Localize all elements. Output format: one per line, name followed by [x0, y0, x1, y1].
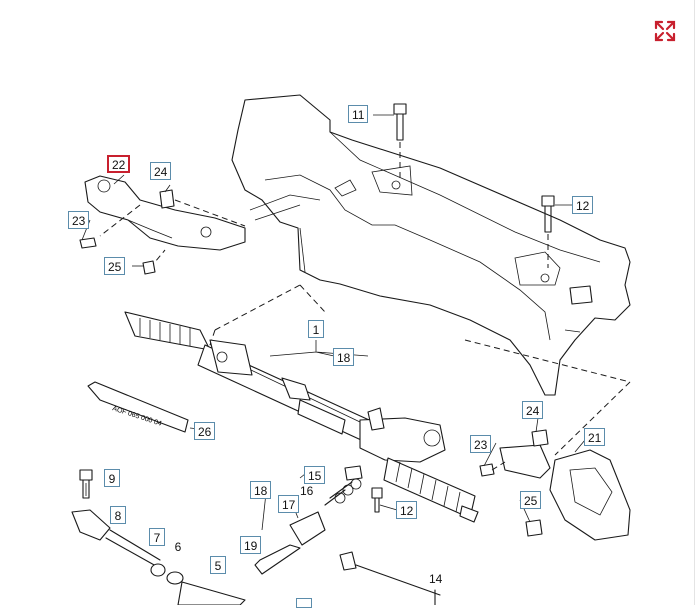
callout-18-rack[interactable]: 18: [333, 348, 355, 366]
callout-25-left[interactable]: 25: [104, 257, 126, 275]
callout-23-right[interactable]: 23: [470, 435, 492, 453]
callout-14[interactable]: 14: [429, 572, 443, 586]
callout-11[interactable]: 11: [348, 105, 369, 123]
callout-6[interactable]: 6: [174, 540, 182, 554]
callout-16[interactable]: 16: [300, 484, 314, 498]
subframe-bolts: [393, 103, 555, 268]
callout-1[interactable]: 1: [308, 320, 324, 338]
callout-7[interactable]: 7: [149, 528, 165, 546]
callout-18-lower[interactable]: 18: [250, 481, 272, 499]
callout-12-rack[interactable]: 12: [396, 501, 418, 519]
callout-partial-bottom[interactable]: [296, 598, 312, 608]
callout-8[interactable]: 8: [110, 506, 126, 524]
bracket-right-drawing: [479, 429, 631, 541]
callout-22-selected[interactable]: 22: [107, 155, 131, 173]
callout-5[interactable]: 5: [210, 556, 226, 574]
subframe-drawing: [231, 94, 631, 396]
callout-15[interactable]: 15: [304, 466, 326, 484]
callout-9[interactable]: 9: [104, 469, 120, 487]
callout-24-right[interactable]: 24: [522, 401, 544, 419]
scrollbar-edge: [694, 0, 695, 605]
callout-12-subframe[interactable]: 12: [572, 196, 594, 214]
callout-26[interactable]: 26: [194, 422, 216, 440]
callout-23-left[interactable]: 23: [68, 211, 90, 229]
expand-arrows-icon[interactable]: [652, 18, 678, 44]
grease-tube-drawing: AOF 065 000 04: [87, 381, 189, 433]
callout-21[interactable]: 21: [584, 428, 606, 446]
callout-24-left[interactable]: 24: [150, 162, 172, 180]
tie-rod-parts-drawing: [71, 465, 441, 605]
callout-25-right[interactable]: 25: [520, 491, 542, 509]
callout-19[interactable]: 19: [240, 536, 262, 554]
bracket-left-drawing: [79, 175, 246, 275]
steering-rack-drawing: [124, 284, 631, 523]
callout-17[interactable]: 17: [278, 495, 300, 513]
